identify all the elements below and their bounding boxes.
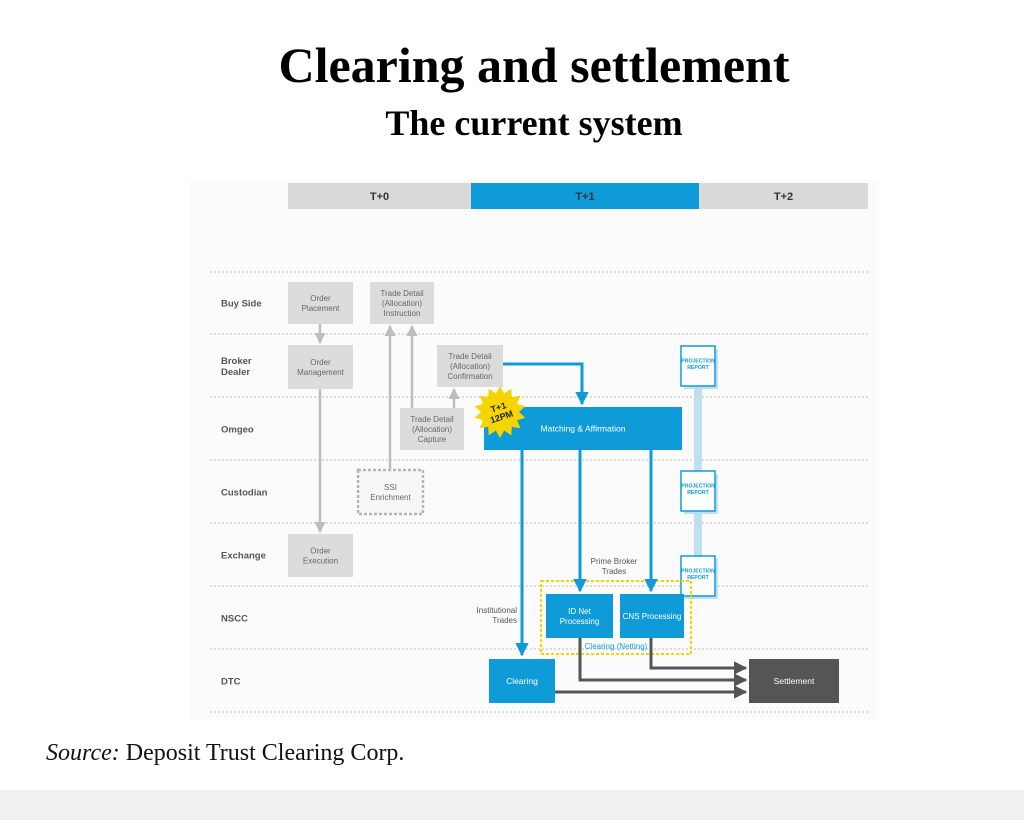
id-net-processing-box: [546, 594, 613, 638]
arrow-confirmation-to-matching: [503, 362, 589, 406]
arrow-cns-to-settlement: [649, 638, 748, 675]
netting-label: Clearing (Netting): [585, 642, 648, 651]
row-label-2: Omgeo: [221, 424, 254, 435]
trade-detail-confirmation-box: [437, 345, 503, 387]
deadline-badge: [474, 386, 526, 438]
timeline-label-2: T+2: [774, 191, 793, 203]
order-management-box: [288, 345, 353, 389]
matching-affirmation-box-label: Matching & Affirmation: [541, 423, 626, 433]
source-label: Source:: [46, 740, 120, 766]
order-placement-box: [288, 282, 353, 324]
row-label-6: DTC: [221, 676, 241, 687]
trade-detail-capture-box-label: Trade Detail(Allocation)Capture: [410, 415, 454, 444]
ssi-enrichment-box: [356, 468, 425, 516]
cns-processing-box-label: CNS Processing: [623, 612, 682, 621]
timeline-segment-2: [699, 183, 868, 209]
source-citation: Source: Deposit Trust Clearing Corp.: [46, 740, 404, 767]
page-subtitle: The current system: [385, 103, 683, 143]
source-text: Deposit Trust Clearing Corp.: [125, 740, 405, 766]
clearing-box: [489, 659, 555, 703]
projection-report-0: [680, 345, 716, 387]
netting-group: [540, 580, 692, 655]
trade-detail-confirmation-box-label: Trade Detail(Allocation)Confirmation: [447, 352, 492, 381]
cns-processing-box: [620, 594, 684, 638]
trade-detail-capture-box: [400, 408, 464, 450]
timeline-segment-0: [288, 183, 471, 209]
settlement-box-label: Settlement: [774, 676, 815, 686]
trade-detail-instruction-box: [370, 282, 434, 324]
clearing-box-label: Clearing: [506, 676, 538, 686]
row-label-3: Custodian: [221, 487, 268, 498]
arrow-id-net-to-settlement: [578, 638, 748, 687]
timeline-label-0: T+0: [370, 191, 389, 203]
page-title: Clearing and settlement: [278, 37, 790, 93]
bottom-band: [0, 790, 1024, 820]
row-label-5: NSCC: [221, 613, 248, 624]
timeline-label-1: T+1: [575, 191, 594, 203]
projection-report-2: [680, 555, 716, 597]
row-label-4: Exchange: [221, 550, 266, 561]
timeline-segment-1: [471, 183, 699, 209]
trade-detail-instruction-box-label: Trade Detail(Allocation)Instruction: [380, 289, 424, 318]
order-execution-box: [288, 534, 353, 577]
projection-report-1: [680, 470, 716, 512]
row-label-0: Buy Side: [221, 298, 262, 309]
settlement-box: [749, 659, 839, 703]
